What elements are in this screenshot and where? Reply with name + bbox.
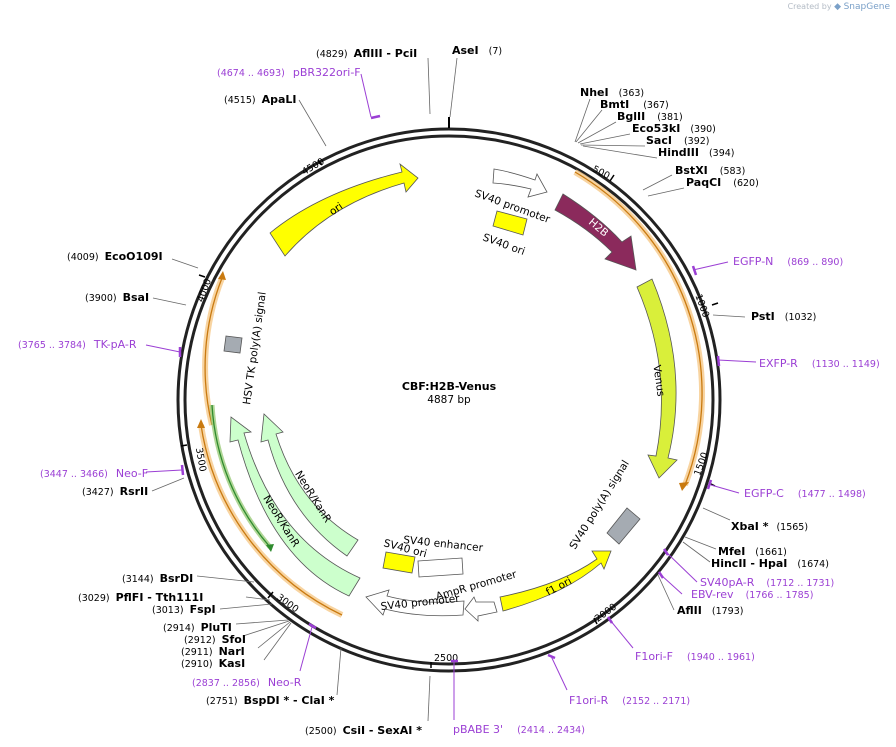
primer-label-egfp-n: EGFP-N(869 .. 890) xyxy=(733,255,843,268)
site-leader-lines xyxy=(151,57,746,722)
feature-arrow-ori xyxy=(269,162,419,257)
site-label-bmti: BmtI(367) xyxy=(600,98,669,111)
primer-label-sv40pa-r: SV40pA-R(1712 .. 1731) xyxy=(700,576,834,589)
site-label-pluti: (2914)PluTI xyxy=(163,621,232,634)
orf-arrowhead-neo xyxy=(197,419,205,428)
primer-label-neo-f: (3447 .. 3466)Neo-F xyxy=(40,467,148,480)
site-label-mfei: MfeI(1661) xyxy=(718,545,787,558)
primer-label-ebv-rev: EBV-rev(1766 .. 1785) xyxy=(691,588,813,601)
feature-label-f1-ori: f1 ori xyxy=(544,575,574,598)
plasmid-length: 4887 bp xyxy=(427,394,471,406)
feature-box-sv40-ori-top xyxy=(492,210,528,236)
plasmid-name: CBF:H2B-Venus xyxy=(402,380,497,393)
primer-label-f1ori-f: F1ori-F(1940 .. 1961) xyxy=(635,650,755,663)
site-label-rsrii: (3427)RsrII xyxy=(82,485,148,498)
ruler-tick-1000 xyxy=(711,302,719,306)
orf-arc-neo-line xyxy=(200,424,343,616)
feature-box-sv40-ori-bottom xyxy=(382,551,416,574)
feature-label-sv40-ori-top: SV40 ori xyxy=(481,232,527,258)
primer-label-tk-pa-r: (3765 .. 3784)TK-pA-R xyxy=(18,338,137,351)
site-label-aflii: AflII(1793) xyxy=(677,604,743,617)
site-label-sfoi: (2912)SfoI xyxy=(184,633,246,646)
site-label-fspi: (3013)FspI xyxy=(152,603,216,616)
snapgene-branding: Created by ◆ SnapGene xyxy=(788,2,890,12)
orf-arc-green-line xyxy=(211,404,271,548)
site-label-kasi: (2910)KasI xyxy=(181,657,245,670)
ruler-tick-2000 xyxy=(593,617,598,625)
ruler-label-4000: 4000 xyxy=(195,277,214,303)
site-label-paqci: PaqCI(620) xyxy=(686,176,759,189)
feature-box-sv40-polya xyxy=(606,507,641,545)
backbone-outer-ring xyxy=(176,127,722,673)
site-label-pflfi-tth111i: (3029)PflFI - Tth111I xyxy=(78,591,203,604)
site-label-apali: (4515)ApaLI xyxy=(224,93,297,106)
site-label-nari: (2911)NarI xyxy=(181,645,245,658)
primer-label-exfp-r: EXFP-R(1130 .. 1149) xyxy=(759,357,880,370)
primer-label-pbr322ori-f: (4674 .. 4693)pBR322ori-F xyxy=(217,66,361,79)
feature-arrow-neo-kan-outer xyxy=(229,416,361,597)
orf-arrowhead-venus xyxy=(679,482,689,491)
snapgene-brand-name: SnapGene xyxy=(843,2,890,12)
site-label-bsrdi: (3144)BsrDI xyxy=(122,572,193,585)
primer-label-pbabe-3: pBABE 3'(2414 .. 2434) xyxy=(453,723,585,736)
site-label-hincii-hpai: HincII - HpaI(1674) xyxy=(711,557,829,570)
primer-leader-lines xyxy=(145,73,757,720)
ruler-tick-500 xyxy=(609,174,615,182)
primer-label-f1ori-r: F1ori-R(2152 .. 2171) xyxy=(569,694,690,707)
ruler-label-2500: 2500 xyxy=(434,653,458,664)
site-label-ecoo109i: (4009)EcoO109I xyxy=(67,250,163,263)
site-label-afliii-pcii: (4829)AflIII - PciI xyxy=(316,47,417,60)
feature-label-venus: Venus xyxy=(650,364,666,397)
feature-label-hsv-tk: HSV TK poly(A) signal xyxy=(241,291,269,405)
primer-labels: (4674 .. 4693)pBR322ori-F EGFP-N(869 .. … xyxy=(18,66,880,736)
primer-marks xyxy=(178,114,721,663)
site-label-xbai: XbaI *(1565) xyxy=(731,520,808,533)
site-label-hindiii: HindIII(394) xyxy=(658,146,735,159)
feature-arrow-ampr-promoter xyxy=(464,596,498,622)
site-labels: AseI(7) (4829)AflIII - PciI NheI(363) Bm… xyxy=(67,44,829,737)
feature-arrow-venus xyxy=(636,278,678,479)
orf-arrowhead-ori xyxy=(218,271,226,280)
orf-arrowhead-green xyxy=(266,544,274,552)
site-label-saci: SacI(392) xyxy=(646,134,710,147)
feature-box-hsv-tk xyxy=(223,335,243,354)
site-label-bspdi-clai: (2751)BspDI * - ClaI * xyxy=(206,694,335,707)
orf-arc-h2b-venus-line xyxy=(574,171,703,486)
site-label-bstxi: BstXI(583) xyxy=(675,164,745,177)
site-label-eco53ki: Eco53kI(390) xyxy=(632,122,716,135)
created-by-text: Created by xyxy=(787,2,832,11)
site-label-asei: AseI(7) xyxy=(452,44,502,57)
primer-label-neo-r: (2837 .. 2856)Neo-R xyxy=(192,676,302,689)
site-label-bglii: BglII(381) xyxy=(617,110,683,123)
backbone-inner-ring xyxy=(183,134,715,666)
site-label-nhei: NheI(363) xyxy=(580,86,644,99)
feature-box-sv40-enhancer xyxy=(417,557,464,578)
feature-arrow-sv40-promoter-bottom xyxy=(365,589,465,617)
feature-arrow-h2b xyxy=(554,193,637,271)
ruler-tick-3000 xyxy=(267,591,274,599)
primer-label-egfp-c: EGFP-C(1477 .. 1498) xyxy=(744,487,866,500)
site-label-psti: PstI(1032) xyxy=(751,310,816,323)
feature-arrow-neo-kan-inner xyxy=(260,413,359,557)
site-label-csii-sexai: (2500)CsiI - SexAI * xyxy=(305,724,422,737)
feature-arrow-f1-ori xyxy=(499,550,612,612)
feature-arrow-sv40-promoter-top xyxy=(492,168,548,198)
ruler-label-3500: 3500 xyxy=(193,447,208,473)
ruler-tick-4500 xyxy=(317,159,323,166)
ruler-tick-3500 xyxy=(180,444,188,447)
ruler-tick-4000 xyxy=(198,274,206,278)
orf-arc-ori-line xyxy=(204,277,223,426)
snapgene-logo-icon: ◆ xyxy=(834,2,842,12)
site-label-bsai: (3900)BsaI xyxy=(85,291,149,304)
